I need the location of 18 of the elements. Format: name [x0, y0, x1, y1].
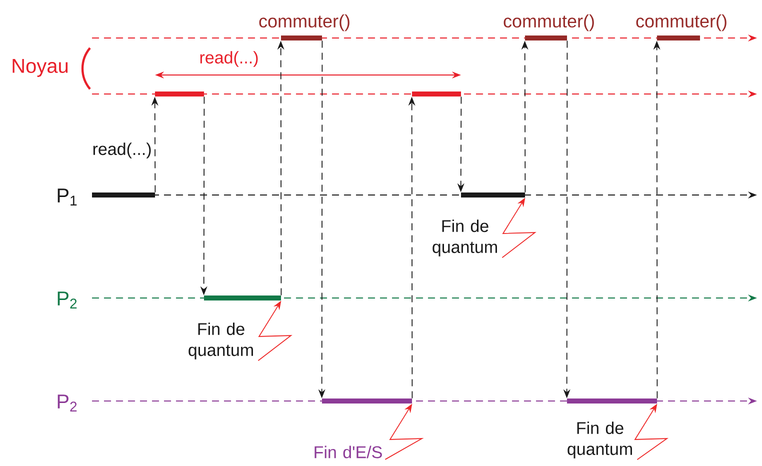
bar — [92, 192, 155, 198]
row-label: read(...) — [200, 51, 258, 67]
bar — [322, 398, 412, 404]
function-label: commuter() — [259, 14, 350, 32]
function-label: commuter() — [636, 14, 726, 32]
event-label: Fin d'E/S — [314, 446, 382, 458]
bar — [155, 92, 204, 96]
bar — [204, 296, 281, 300]
row-label: Noyau — [12, 59, 68, 77]
bar — [567, 398, 657, 404]
row-label: P$_{2}$ — [58, 394, 77, 412]
event-label: Fin de quantum — [188, 322, 253, 360]
event-label: Fin de quantum — [568, 422, 632, 458]
function-label: commuter() — [504, 14, 594, 32]
row-label: P$_{2}$ — [58, 292, 77, 308]
bar — [412, 92, 461, 96]
event-label: Fin de quantum — [432, 220, 497, 256]
edge-label: read(...) — [93, 142, 151, 158]
